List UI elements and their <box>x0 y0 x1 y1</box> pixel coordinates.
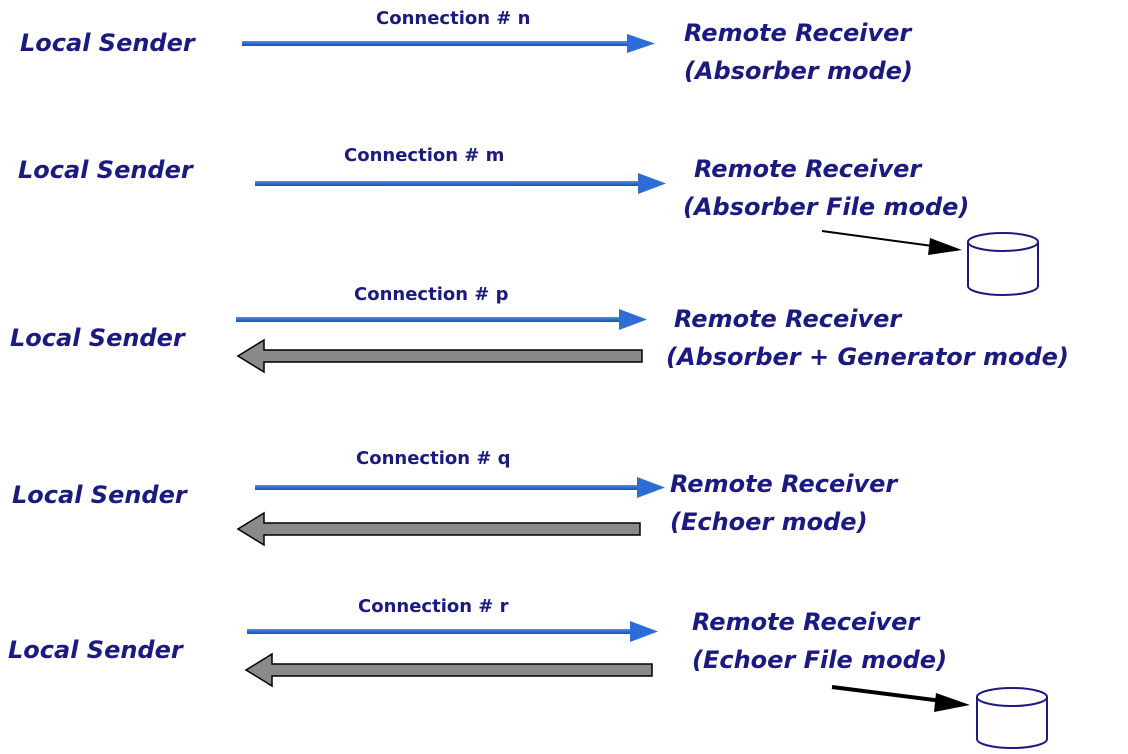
return-arrow-p <box>236 338 643 374</box>
receiver-mode-label: (Echoer File mode) <box>692 646 948 674</box>
storage-cylinder-icon <box>967 232 1039 296</box>
remote-receiver-label: Remote Receiver <box>692 608 920 636</box>
forward-arrow-r <box>247 621 658 642</box>
storage-pointer-arrow-m <box>821 230 962 255</box>
receiver-mode-label: (Absorber + Generator mode) <box>666 343 1069 371</box>
forward-arrow-p <box>236 309 647 330</box>
receiver-mode-label: (Absorber File mode) <box>683 193 970 221</box>
forward-arrow-m <box>255 173 666 194</box>
connection-label: Connection # q <box>356 448 511 469</box>
receiver-mode-label: (Absorber mode) <box>684 57 913 85</box>
forward-arrow-n <box>242 34 655 53</box>
remote-receiver-label: Remote Receiver <box>684 19 912 47</box>
local-sender-label: Local Sender <box>12 481 187 509</box>
storage-pointer-arrow-r <box>831 685 970 712</box>
forward-arrow-q <box>255 477 665 498</box>
local-sender-label: Local Sender <box>18 156 193 184</box>
connection-label: Connection # p <box>354 284 509 305</box>
storage-cylinder-icon <box>976 687 1048 749</box>
remote-receiver-label: Remote Receiver <box>674 305 902 333</box>
connection-label: Connection # m <box>344 145 505 166</box>
connection-label: Connection # r <box>358 596 509 617</box>
remote-receiver-label: Remote Receiver <box>670 470 898 498</box>
connection-label: Connection # n <box>376 8 531 29</box>
local-sender-label: Local Sender <box>10 324 185 352</box>
return-arrow-r <box>244 652 653 688</box>
local-sender-label: Local Sender <box>20 29 195 57</box>
local-sender-label: Local Sender <box>8 636 183 664</box>
return-arrow-q <box>236 511 641 547</box>
remote-receiver-label: Remote Receiver <box>694 155 922 183</box>
receiver-mode-label: (Echoer mode) <box>670 508 868 536</box>
